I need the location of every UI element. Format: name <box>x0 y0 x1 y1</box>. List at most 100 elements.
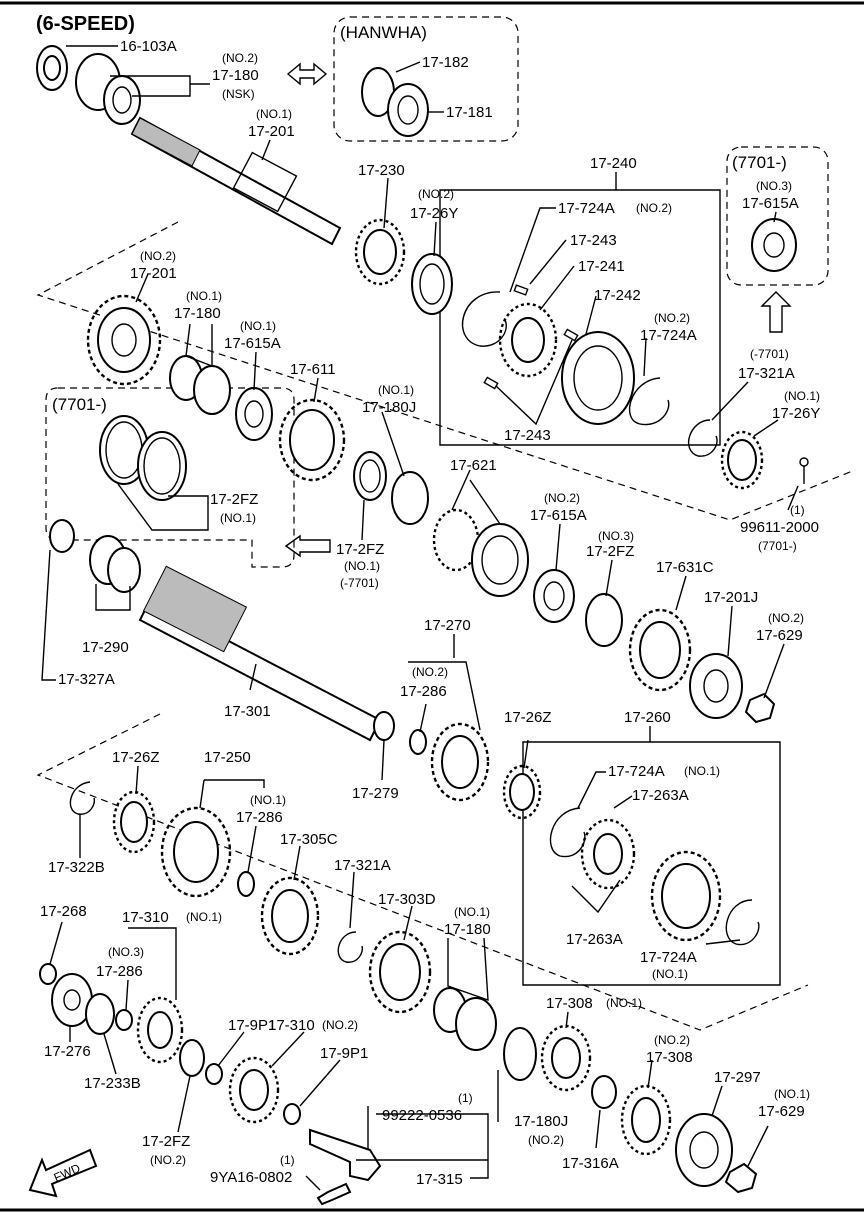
label-17-9P1-b: 17-9P1 <box>320 1045 368 1062</box>
label-17-286-no1: 17-286 <box>236 809 283 826</box>
bearing-17-201J <box>689 653 743 719</box>
hub-17-263A <box>580 818 636 890</box>
gear-17-250 <box>160 806 232 898</box>
label-17-724A-no2b: 17-724A <box>640 327 697 344</box>
label-17-621: 17-621 <box>450 457 497 474</box>
needle-bearing-17-615A-no2 <box>533 569 575 623</box>
bearing-17-290 <box>89 535 141 593</box>
label-17-180-no1-tag: (NO.1) <box>186 289 222 303</box>
label-17-268: 17-268 <box>40 903 87 920</box>
box-7701-left <box>45 387 295 568</box>
label-17-180-no2: 17-180 <box>212 67 259 84</box>
hub-17-241 <box>498 302 558 378</box>
washer-17-180J-no2 <box>503 1027 537 1081</box>
needle-bearing-17-615A-no3 <box>751 218 797 272</box>
label-17-26Z-a: 17-26Z <box>504 709 552 726</box>
label-nsk: (NSK) <box>222 87 255 101</box>
label-17-180-no1b-tag: (NO.1) <box>454 905 490 919</box>
sleeve-17-316A <box>591 1075 617 1109</box>
label-17-308-no1-tag: (NO.1) <box>606 996 642 1010</box>
gear-17-631C <box>628 608 692 692</box>
label-99222-0536: 99222-0536 <box>382 1107 462 1124</box>
label-17-2FZ-a: 17-2FZ <box>210 491 258 508</box>
label-17-308-no2: 17-308 <box>646 1049 693 1066</box>
label-17-243-a: 17-243 <box>570 232 617 249</box>
label-17-629-no2-tag: (NO.2) <box>768 611 804 625</box>
ring-17-268 <box>39 963 57 985</box>
countershaft-bracket-17-240 <box>439 189 721 446</box>
snap-ring-17-724A-no2 <box>461 291 507 347</box>
hanwha-group-box <box>333 16 519 142</box>
label-17-321A-a-tag: (-7701) <box>750 347 789 361</box>
gear-17-308-no2 <box>620 1084 672 1156</box>
ring-17-9P1-b <box>283 1103 301 1125</box>
label-17-233B: 17-233B <box>84 1075 141 1092</box>
label-17-180J-no2-tag: (NO.2) <box>528 1133 564 1147</box>
label-17-26Y-no1: 17-26Y <box>772 405 820 422</box>
label-17-310-no1: 17-310 <box>122 909 169 926</box>
gear-17-305C <box>260 876 320 956</box>
nut-17-629-no2 <box>744 692 776 724</box>
label-17-201-no1-tag: (NO.1) <box>256 107 292 121</box>
label-17-230: 17-230 <box>358 162 405 179</box>
label-17-615A-no1-tag: (NO.1) <box>240 319 276 333</box>
bearing-17-297 <box>675 1113 733 1187</box>
label-99611-qty: (1) <box>790 503 805 517</box>
label-17-724A-no2-tag: (NO.2) <box>636 201 672 215</box>
label-17-201J: 17-201J <box>704 589 758 606</box>
label-17-279: 17-279 <box>352 785 399 802</box>
diagram-title: (6-SPEED) <box>36 13 135 35</box>
bearing-17-180-no2 <box>75 53 141 125</box>
label-17-316A: 17-316A <box>562 1155 619 1172</box>
swap-arrow-icon <box>286 62 328 86</box>
label-17-611: 17-611 <box>290 361 336 378</box>
label-17-629-no2: 17-629 <box>756 627 803 644</box>
label-17-260: 17-260 <box>624 709 671 726</box>
label-17-2FZ-b: 17-2FZ <box>336 541 384 558</box>
label-17-9P1-a: 17-9P1 <box>228 1017 276 1034</box>
label-17-724A-no2: 17-724A <box>558 200 615 217</box>
bearing-17-327A <box>49 519 75 553</box>
label-17-321A-b: 17-321A <box>334 857 391 874</box>
input-shaft-17-201 <box>130 116 342 246</box>
gear-17-201-no2 <box>86 294 162 386</box>
label-17-286-no1-tag: (NO.1) <box>250 793 286 807</box>
snap-ring-17-724A-no2b <box>629 377 670 426</box>
gear-17-303D <box>368 930 432 1014</box>
label-17-26Z-b: 17-26Z <box>112 749 160 766</box>
ring-17-26Y-no2 <box>411 253 453 315</box>
label-17-242: 17-242 <box>594 287 641 304</box>
label-17-322B: 17-322B <box>48 859 105 876</box>
label-17-2FZ-b-tag1: (NO.1) <box>344 559 380 573</box>
ring-17-26Z-a <box>502 764 542 820</box>
label-17-286-no2-tag: (NO.2) <box>412 665 448 679</box>
ring-17-2FZ-a <box>353 451 387 501</box>
gear-17-308-no1 <box>540 1024 592 1092</box>
label-17-243-b: 17-243 <box>504 427 551 444</box>
gear-17-310-no1 <box>136 996 184 1064</box>
label-99611-tag: (7701-) <box>758 539 797 553</box>
label-17-180J-no1-tag: (NO.1) <box>378 383 414 397</box>
label-17-631C: 17-631C <box>656 559 714 576</box>
sleeve-gear-17-260 <box>650 850 722 942</box>
label-9YA16-0802: 9YA16-0802 <box>210 1169 292 1186</box>
label-17-201-no1: 17-201 <box>248 123 295 140</box>
label-17-2FZ-no3: 17-2FZ <box>586 543 634 560</box>
label-17-26Y-no2: 17-26Y <box>410 205 458 222</box>
label-17-310-no2: 17-310 <box>268 1017 315 1034</box>
snap-ring-17-724A-no1-b <box>725 899 760 946</box>
label-17-263A-b: 17-263A <box>566 931 623 948</box>
leader-lines <box>41 45 799 1191</box>
bearing-17-180-no1 <box>169 355 231 415</box>
box-7701-top <box>726 146 829 286</box>
lower-dashed-plane <box>36 713 809 1031</box>
ring-pair-17-2FZ-no1 <box>99 415 187 501</box>
sleeve-17-242 <box>561 331 635 425</box>
label-16-103A: 16-103A <box>120 38 177 55</box>
label-17-180-no1b: 17-180 <box>444 921 491 938</box>
pin-99611-2000 <box>799 457 809 484</box>
label-17-180-no1: 17-180 <box>174 305 221 322</box>
label-17-724A-no1-a: 17-724A <box>608 763 665 780</box>
gear-17-310-no2 <box>228 1056 280 1124</box>
